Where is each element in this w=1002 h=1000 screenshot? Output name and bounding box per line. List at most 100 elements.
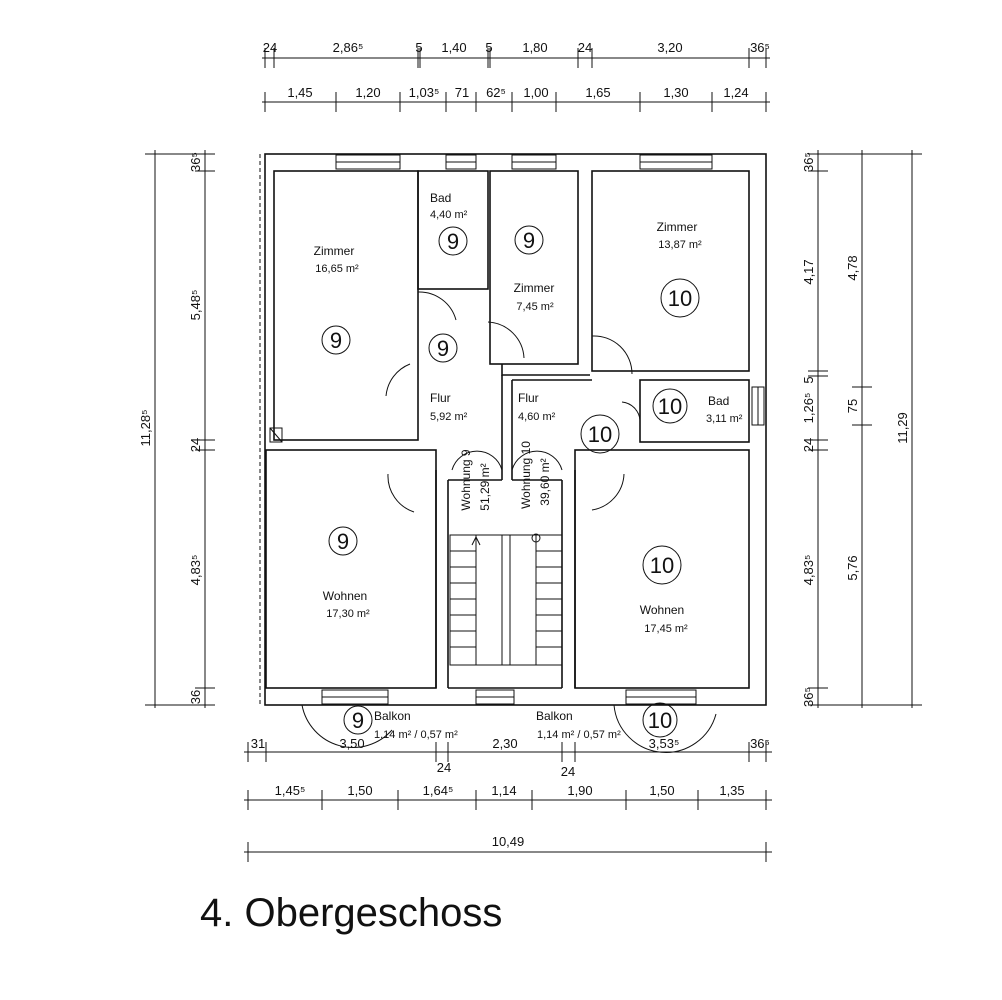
walls xyxy=(259,153,767,706)
room-labels: Zimmer 16,65 m² Bad 4,40 m² Zimmer 7,45 … xyxy=(314,191,743,741)
dimensions-right: 36⁵ 4,17 5 1,26⁵ 24 4,83⁵ 36⁵ 4,78 75 5,… xyxy=(801,152,910,707)
badge-9-bad: 9 xyxy=(438,226,468,256)
dim-top2-3: 71 xyxy=(455,85,469,100)
apartment-10-area: 39,60 m² xyxy=(538,458,552,505)
room-area-zimmer-2: 7,45 m² xyxy=(516,301,554,313)
room-area-wohnen-2: 17,45 m² xyxy=(644,623,688,635)
dim-left-total: 11,28⁵ xyxy=(138,410,153,447)
dim-right-mid-2: 5,76 xyxy=(845,555,860,580)
dimension-lines xyxy=(145,48,922,862)
dim-top1-4: 5 xyxy=(485,40,492,55)
room-area-flur-2: 4,60 m² xyxy=(518,411,556,423)
dim-top2-6: 1,65 xyxy=(585,85,610,100)
dimensions-bottom-row1: 31 3,50 24 2,30 24 3,53⁵ 36⁵ xyxy=(251,736,770,779)
dim-bot2-1: 1,50 xyxy=(347,783,372,798)
room-area-flur-1: 5,92 m² xyxy=(430,411,468,423)
badge-10-bad: 10 xyxy=(652,388,688,424)
room-area-wohnen-1: 17,30 m² xyxy=(326,608,370,620)
dim-right-0: 36⁵ xyxy=(801,152,816,172)
dim-top2-5: 1,00 xyxy=(523,85,548,100)
dim-bot1-2: 24 xyxy=(437,760,451,775)
staircase xyxy=(449,533,563,666)
apartment-9-area: 51,29 m² xyxy=(478,463,492,510)
badge-9-wohnen-text: 9 xyxy=(337,529,349,554)
dim-bot1-0: 31 xyxy=(251,736,265,751)
badge-10-wohnen: 10 xyxy=(642,545,682,585)
badge-9-flur: 9 xyxy=(428,333,458,363)
dim-top2-2: 1,03⁵ xyxy=(409,85,440,100)
dim-top1-7: 3,20 xyxy=(657,40,682,55)
dim-left-0: 36⁵ xyxy=(188,152,203,172)
room-area-zimmer-3: 13,87 m² xyxy=(658,239,702,251)
room-name-bad-1: Bad xyxy=(430,191,451,205)
dim-bot2-4: 1,90 xyxy=(567,783,592,798)
dim-right-mid-0: 4,78 xyxy=(845,255,860,280)
apartment-9-label: Wohnung 9 xyxy=(459,449,473,510)
dim-bot1-4: 24 xyxy=(561,764,575,779)
dim-top2-4: 62⁵ xyxy=(486,85,506,100)
apartment-10-label: Wohnung 10 xyxy=(519,441,533,509)
dim-right-5: 4,83⁵ xyxy=(801,555,816,586)
dim-left-1: 5,48⁵ xyxy=(188,290,203,321)
dim-top2-1: 1,20 xyxy=(355,85,380,100)
floor-title: 4. Obergeschoss xyxy=(200,891,502,935)
room-name-bad-2: Bad xyxy=(708,394,729,408)
dim-right-4: 24 xyxy=(801,438,816,452)
badge-9-zimmer-small: 9 xyxy=(514,225,544,255)
room-name-balkon-2: Balkon xyxy=(536,709,573,723)
dim-bot2-5: 1,50 xyxy=(649,783,674,798)
dim-top1-0: 24 xyxy=(263,40,277,55)
dim-top2-0: 1,45 xyxy=(287,85,312,100)
dim-right-mid-1: 75 xyxy=(845,399,860,413)
room-name-balkon-1: Balkon xyxy=(374,709,411,723)
dim-top1-2: 5 xyxy=(415,40,422,55)
room-area-bad-1: 4,40 m² xyxy=(430,209,468,221)
dim-top1-1: 2,86⁵ xyxy=(333,40,364,55)
badge-9-zimmer-small-text: 9 xyxy=(523,228,535,253)
dim-right-3: 1,26⁵ xyxy=(801,393,816,424)
room-name-flur-1: Flur xyxy=(430,391,451,405)
badge-10-zimmer-text: 10 xyxy=(668,286,692,311)
dim-left-3: 4,83⁵ xyxy=(188,555,203,586)
badge-10-zimmer: 10 xyxy=(660,278,700,318)
room-area-balkon-2: 1,14 m² / 0,57 m² xyxy=(537,729,621,741)
badge-10-bad-text: 10 xyxy=(658,394,682,419)
badge-9-wohnen: 9 xyxy=(328,526,358,556)
dim-bot2-3: 1,14 xyxy=(491,783,516,798)
dim-bot2-6: 1,35 xyxy=(719,783,744,798)
badge-10-flur: 10 xyxy=(580,414,620,454)
apartment-labels: Wohnung 9 51,29 m² Wohnung 10 39,60 m² xyxy=(459,441,552,511)
dimensions-top-row2: 1,45 1,20 1,03⁵ 71 62⁵ 1,00 1,65 1,30 1,… xyxy=(287,85,748,100)
dim-top1-8: 36⁵ xyxy=(750,40,770,55)
dim-top1-5: 1,80 xyxy=(522,40,547,55)
dim-top2-7: 1,30 xyxy=(663,85,688,100)
dim-left-2: 24 xyxy=(188,438,203,452)
badge-9-flur-text: 9 xyxy=(437,336,449,361)
badge-9-zimmer-text: 9 xyxy=(330,328,342,353)
room-name-wohnen-2: Wohnen xyxy=(640,603,684,617)
dim-top2-8: 1,24 xyxy=(723,85,748,100)
dim-bot1-3: 2,30 xyxy=(492,736,517,751)
badge-10-flur-text: 10 xyxy=(588,422,612,447)
room-area-zimmer-1: 16,65 m² xyxy=(315,263,359,275)
dim-top1-6: 24 xyxy=(578,40,592,55)
room-name-zimmer-3: Zimmer xyxy=(657,220,698,234)
dimensions-left: 11,28⁵ 36⁵ 5,48⁵ 24 4,83⁵ 36 xyxy=(138,152,203,704)
room-name-wohnen-1: Wohnen xyxy=(323,589,367,603)
dimensions-top-row1: 24 2,86⁵ 5 1,40 5 1,80 24 3,20 36⁵ xyxy=(263,40,770,55)
dim-right-total: 11,29 xyxy=(895,412,910,444)
windows xyxy=(321,154,765,705)
badge-9-bad-text: 9 xyxy=(447,229,459,254)
room-area-balkon-1: 1,14 m² / 0,57 m² xyxy=(374,729,458,741)
badge-10-wohnen-text: 10 xyxy=(650,553,674,578)
badge-9-balkon-text: 9 xyxy=(352,708,364,733)
dim-bot1-5: 3,53⁵ xyxy=(649,736,680,751)
badge-9-zimmer: 9 xyxy=(321,325,351,355)
badge-10-balkon: 10 xyxy=(642,702,678,738)
dim-bot1-6: 36⁵ xyxy=(750,736,770,751)
apartment-badges: 9 9 9 9 9 9 10 10 xyxy=(321,225,700,738)
room-name-flur-2: Flur xyxy=(518,391,539,405)
dim-top1-3: 1,40 xyxy=(441,40,466,55)
room-area-bad-2: 3,11 m² xyxy=(706,413,743,425)
